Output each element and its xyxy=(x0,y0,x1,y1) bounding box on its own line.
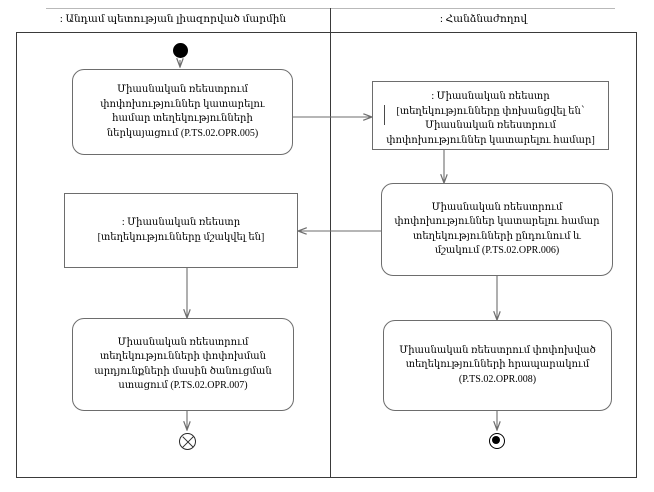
action-node-opr-008[interactable]: Միասնական ռեեստրում փոփոխված տեղեկությու… xyxy=(383,320,612,411)
object-node-registry-processed[interactable]: : Միասնական ռեեստր [տեղեկությունները մշա… xyxy=(64,193,298,268)
action-node-opr-007-label: Միասնական ռեեստրում տեղեկությունների փոփ… xyxy=(94,336,272,392)
diagram-frame xyxy=(16,32,637,478)
object-node-registry-transferred[interactable]: : Միասնական ռեեստր [տեղեկությունները փոխ… xyxy=(372,81,609,150)
lane-header-rule-right xyxy=(330,8,615,9)
action-node-opr-006-label: Միասնական ռեեստրում փոփոխություններ կատա… xyxy=(394,201,600,257)
swimlane-divider xyxy=(330,8,331,478)
flow-final-node[interactable] xyxy=(179,433,196,450)
object-node-registry-transferred-label: : Միասնական ռեեստր [տեղեկությունները փոխ… xyxy=(386,91,595,146)
object-node-pin-icon xyxy=(384,105,385,125)
action-node-opr-006[interactable]: Միասնական ռեեստրում փոփոխություններ կատա… xyxy=(381,183,613,276)
object-node-registry-processed-label: : Միասնական ռեեստր [տեղեկությունները մշա… xyxy=(97,217,265,243)
action-node-opr-005[interactable]: Միասնական ռեեստրում փոփոխություններ կատա… xyxy=(72,69,293,155)
action-node-opr-005-label: Միասնական ռեեստրում փոփոխություններ կատա… xyxy=(100,84,265,139)
lane-header-rule-left xyxy=(46,8,330,9)
initial-node[interactable] xyxy=(173,43,188,58)
activity-final-node[interactable] xyxy=(489,433,505,449)
swimlane-title-commission: : Հանձնաժողով xyxy=(440,14,527,25)
swimlane-title-member-state-authority: : Անդամ պետության լիազորված մարմին xyxy=(59,14,287,25)
action-node-opr-007[interactable]: Միասնական ռեեստրում տեղեկությունների փոփ… xyxy=(72,318,294,411)
action-node-opr-008-label: Միասնական ռեեստրում փոփոխված տեղեկությու… xyxy=(399,344,596,385)
